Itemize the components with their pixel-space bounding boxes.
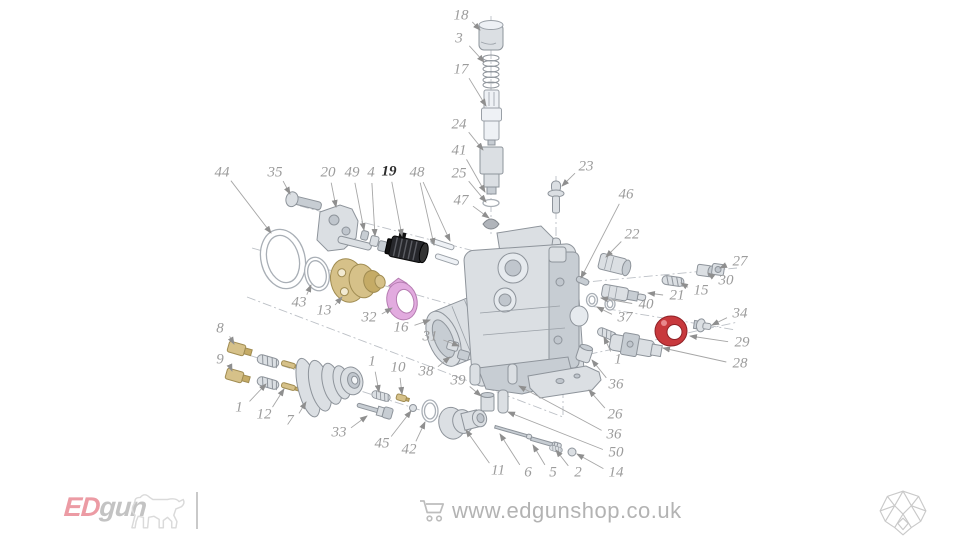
- footer: EDgun www.edgunshop.co.uk: [0, 480, 969, 545]
- part-8-brass-fitting: [226, 340, 253, 357]
- part-47-seal: [482, 218, 500, 230]
- part-1-spring: [255, 353, 281, 369]
- part-20-trigger-block: [316, 204, 372, 252]
- part-1-spring: [255, 375, 281, 391]
- part-9-brass-fitting: [224, 367, 251, 384]
- part-34-pin: [692, 318, 712, 333]
- part-24-41-valve-body: [479, 146, 504, 195]
- part-44-large-o-ring: [259, 228, 307, 290]
- part-26-sear-bar: [527, 365, 602, 399]
- part-7-pulley: [295, 357, 364, 418]
- part-1-spring: [370, 389, 392, 403]
- part-22-fitting: [597, 252, 632, 277]
- part-42-o-ring: [421, 399, 439, 423]
- part-39-bushing: [480, 392, 495, 412]
- shopping-cart-icon: [420, 500, 445, 522]
- part-40-washer: [585, 292, 599, 308]
- part-3-spring: [482, 54, 500, 89]
- part-13-hammer-brass: [329, 258, 386, 303]
- part-10-brass-screw: [395, 393, 411, 403]
- part-49-pin: [360, 230, 370, 241]
- part-32-clamp-pink: [386, 277, 418, 321]
- part-43-o-ring: [304, 256, 330, 292]
- part-17-valve-piston: [481, 89, 502, 146]
- leader-lines: [226, 21, 729, 469]
- part-23-pin-upper: [547, 180, 565, 214]
- part-48-pins: [430, 238, 459, 266]
- part-14-ball: [567, 447, 577, 457]
- part-11-cocking-knob: [438, 406, 488, 440]
- dog-silhouette-icon: [131, 494, 185, 529]
- part-18-cap: [478, 20, 504, 51]
- part-36-pin-lower: [497, 389, 509, 414]
- part-15-spring: [660, 274, 686, 288]
- part-6-rod: [493, 424, 533, 440]
- part-45-ball: [409, 404, 417, 412]
- part-19-regulator-black: [384, 231, 429, 264]
- part-28-valve-housing: [608, 332, 663, 358]
- part-36-pin-upper: [507, 363, 518, 385]
- footer-divider: [196, 492, 198, 529]
- part-pin-below-receiver: [469, 363, 481, 386]
- part-27-nut: [711, 262, 726, 277]
- part-35-bolt: [285, 191, 322, 211]
- logo-ed-text: ED: [62, 492, 101, 522]
- part-25-o-ring: [482, 198, 500, 208]
- website-url[interactable]: www.edgunshop.co.uk: [452, 498, 682, 523]
- fox-head-icon: [879, 490, 927, 536]
- part-29-seal-red: [654, 315, 688, 347]
- part-36-bushing: [575, 343, 594, 364]
- part-33-bolt: [356, 402, 394, 420]
